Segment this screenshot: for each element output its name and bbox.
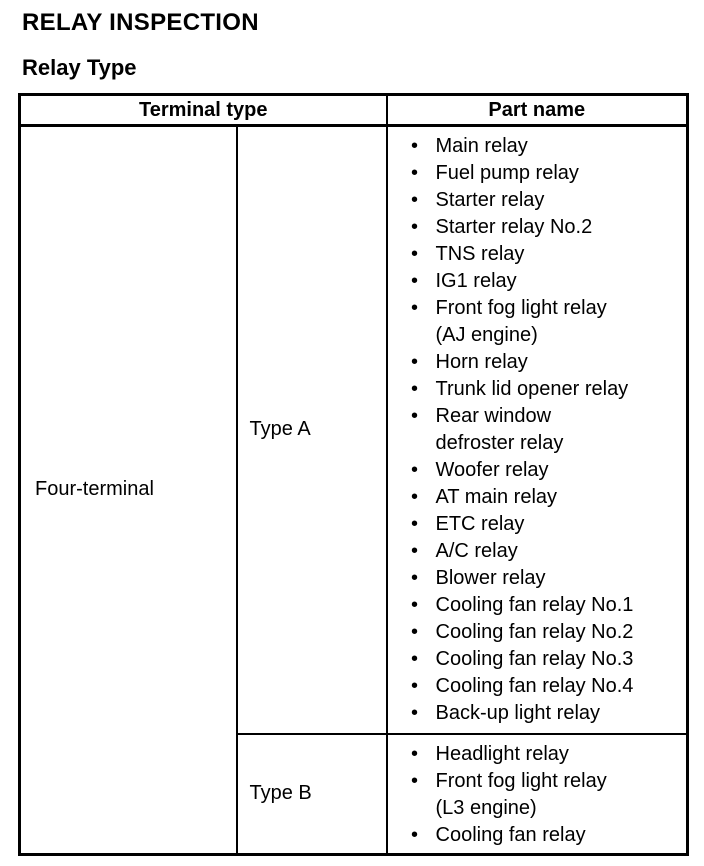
- bullet-icon: •: [410, 189, 418, 211]
- part-name-text: Headlight relay: [435, 742, 569, 765]
- part-name-text: Blower relay: [435, 567, 546, 589]
- part-name-text: TNS relay: [435, 243, 525, 265]
- bullet-icon: •: [410, 648, 418, 670]
- parts-list-type-b: • Headlight relay • Front fog light relay (…: [388, 741, 683, 849]
- bullet-icon: •: [410, 742, 418, 765]
- part-name-item: • AT main relay: [388, 484, 683, 511]
- header-terminal-type: Terminal type: [18, 93, 388, 127]
- cell-type-b: Type B: [235, 732, 388, 855]
- part-name-item: • Cooling fan relay No.4: [388, 673, 683, 700]
- part-name-text: ETC relay: [435, 513, 525, 535]
- part-name-item: • Front fog light relay (L3 engine): [388, 768, 683, 822]
- page-title: RELAY INSPECTION: [22, 9, 259, 36]
- bullet-icon: •: [410, 513, 418, 535]
- bullet-icon: •: [410, 162, 418, 184]
- part-name-item: • ETC relay: [388, 511, 683, 538]
- part-name-text: Cooling fan relay No.3: [435, 648, 634, 670]
- bullet-icon: •: [410, 621, 418, 643]
- bullet-icon: •: [410, 378, 418, 400]
- bullet-icon: •: [410, 405, 418, 427]
- bullet-icon: •: [410, 459, 418, 481]
- bullet-icon: •: [410, 675, 418, 697]
- part-name-item: • A/C relay: [388, 538, 683, 565]
- part-name-text: Fuel pump relay: [435, 162, 579, 184]
- part-name-item: • Headlight relay: [388, 741, 683, 768]
- bullet-icon: •: [410, 567, 418, 589]
- part-name-item: • Woofer relay: [388, 457, 683, 484]
- cell-parts-type-b: • Headlight relay • Front fog light relay (…: [385, 732, 689, 855]
- bullet-icon: •: [410, 351, 418, 373]
- part-name-text: Horn relay: [435, 351, 528, 373]
- part-name-item: • Front fog light relay (AJ engine): [388, 295, 683, 349]
- part-name-item: • Cooling fan relay No.1: [388, 592, 683, 619]
- bullet-icon: •: [410, 594, 418, 616]
- page-subtitle: Relay Type: [22, 55, 137, 80]
- cell-four-terminal: Four-terminal: [18, 124, 238, 855]
- part-name-text: Cooling fan relay No.2: [435, 621, 634, 643]
- bullet-icon: •: [410, 823, 418, 846]
- part-name-text: Starter relay: [435, 189, 545, 211]
- table-row-type-b: Type B • Headlight relay • Front fog light …: [20, 732, 689, 855]
- relay-type-table: Terminal type Part name Four-terminal Ty…: [18, 93, 689, 856]
- table-row-type-a: Four-terminal Type A • Main relay • Fuel pu…: [18, 124, 689, 855]
- part-name-text: Front fog light relay (AJ engine): [435, 297, 607, 346]
- part-name-text: AT main relay: [435, 486, 558, 508]
- part-name-text: Back-up light relay: [435, 702, 601, 724]
- bullet-icon: •: [410, 270, 418, 292]
- bullet-icon: •: [410, 216, 418, 238]
- part-name-text: A/C relay: [435, 540, 518, 562]
- part-name-item: • IG1 relay: [388, 268, 683, 295]
- part-name-item: • Starter relay No.2: [388, 214, 683, 241]
- part-name-item: • Blower relay: [388, 565, 683, 592]
- cell-type-a: Type A: [235, 124, 388, 735]
- part-name-item: • Cooling fan relay No.2: [388, 619, 683, 646]
- bullet-icon: •: [410, 243, 418, 265]
- part-name-text: Rear window defroster relay: [435, 405, 564, 454]
- part-name-text: Main relay: [435, 135, 528, 157]
- header-part-name: Part name: [385, 93, 689, 127]
- part-name-item: • Rear window defroster relay: [388, 403, 683, 457]
- cell-parts-type-a: • Main relay • Fuel pump relay • Starter rela…: [385, 124, 689, 735]
- bullet-icon: •: [410, 135, 418, 157]
- part-name-text: IG1 relay: [435, 270, 517, 292]
- bullet-icon: •: [410, 769, 418, 792]
- bullet-icon: •: [410, 702, 418, 724]
- part-name-text: Starter relay No.2: [435, 216, 593, 238]
- part-name-text: Cooling fan relay: [435, 823, 586, 846]
- part-name-item: • Starter relay: [388, 187, 683, 214]
- part-name-item: • Back-up light relay: [388, 700, 683, 727]
- part-name-text: Woofer relay: [435, 459, 549, 481]
- part-name-text: Front fog light relay (L3 engine): [435, 769, 607, 819]
- part-name-item: • Cooling fan relay No.3: [388, 646, 683, 673]
- part-name-item: • Trunk lid opener relay: [388, 376, 683, 403]
- part-name-text: Trunk lid opener relay: [435, 378, 629, 400]
- part-name-text: Cooling fan relay No.4: [435, 675, 634, 697]
- part-name-item: • TNS relay: [388, 241, 683, 268]
- part-name-item: • Horn relay: [388, 349, 683, 376]
- bullet-icon: •: [410, 486, 418, 508]
- bullet-icon: •: [410, 297, 418, 319]
- part-name-item: • Cooling fan relay: [388, 822, 683, 849]
- part-name-item: • Main relay: [388, 133, 683, 160]
- part-name-text: Cooling fan relay No.1: [435, 594, 634, 616]
- bullet-icon: •: [410, 540, 418, 562]
- part-name-item: • Fuel pump relay: [388, 160, 683, 187]
- parts-list-type-a: • Main relay • Fuel pump relay • Starter rela…: [388, 133, 683, 727]
- table-header-row: Terminal type Part name: [18, 93, 689, 127]
